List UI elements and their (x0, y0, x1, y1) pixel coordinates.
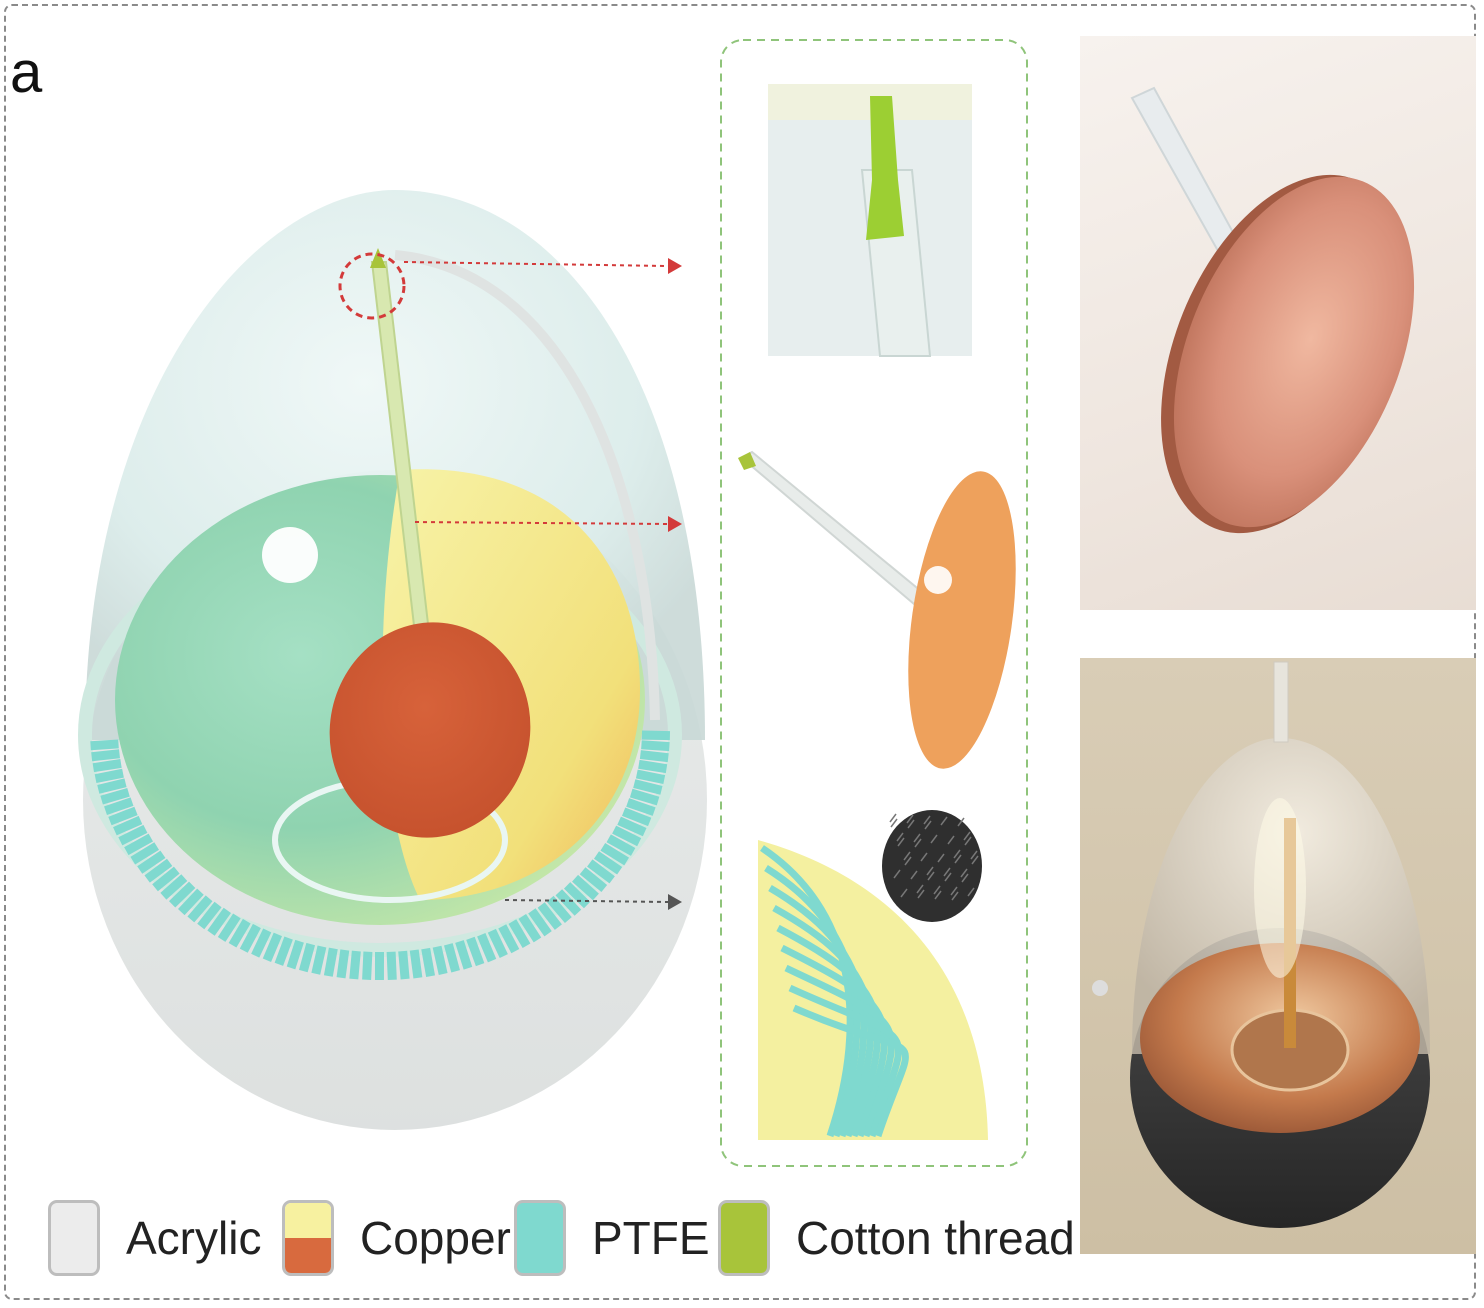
cotton-tip (370, 248, 386, 268)
zoom-circle (338, 252, 406, 320)
legend-acrylic: Acrylic (48, 1198, 261, 1278)
photo-b (1080, 36, 1476, 610)
legend-copper: Copper (282, 1198, 511, 1278)
photo-c (1080, 658, 1476, 1254)
inset-copper-disk (908, 471, 1016, 769)
copper-pad (329, 622, 531, 838)
legend-label-cotton-thread: Cotton thread (796, 1212, 1075, 1264)
inset-copper-sector (758, 840, 988, 1140)
inset-rod-2 (740, 450, 924, 606)
sem-detail (889, 813, 979, 901)
panel-label-a: a (10, 40, 43, 105)
legend-label-acrylic: Acrylic (126, 1212, 262, 1264)
legend-swatch-copper (282, 1200, 334, 1276)
callout-arrow-mid (414, 521, 669, 525)
highlight (262, 527, 318, 583)
figure-frame (4, 4, 1476, 1300)
outer-arc (394, 250, 660, 721)
legend-swatch-cotton (718, 1200, 770, 1276)
legend-label-ptfe: PTFE (592, 1212, 710, 1264)
inset-cotton (866, 96, 904, 240)
legend-label-copper: Copper (360, 1212, 511, 1264)
inset-ptfe-fan (760, 845, 909, 1138)
photo-b-image (1130, 86, 1415, 534)
inset-box (720, 39, 1028, 1167)
sem-texture (882, 810, 982, 922)
legend-swatch-acrylic (48, 1200, 100, 1276)
photo-c-image (1092, 661, 1430, 1228)
legend-cotton-thread: Cotton thread (718, 1198, 1075, 1278)
callout-arrow-bottom (504, 899, 669, 903)
legend-swatch-ptfe (514, 1200, 566, 1276)
ptfe-strips (90, 730, 671, 981)
legend-ptfe: PTFE (514, 1198, 710, 1278)
